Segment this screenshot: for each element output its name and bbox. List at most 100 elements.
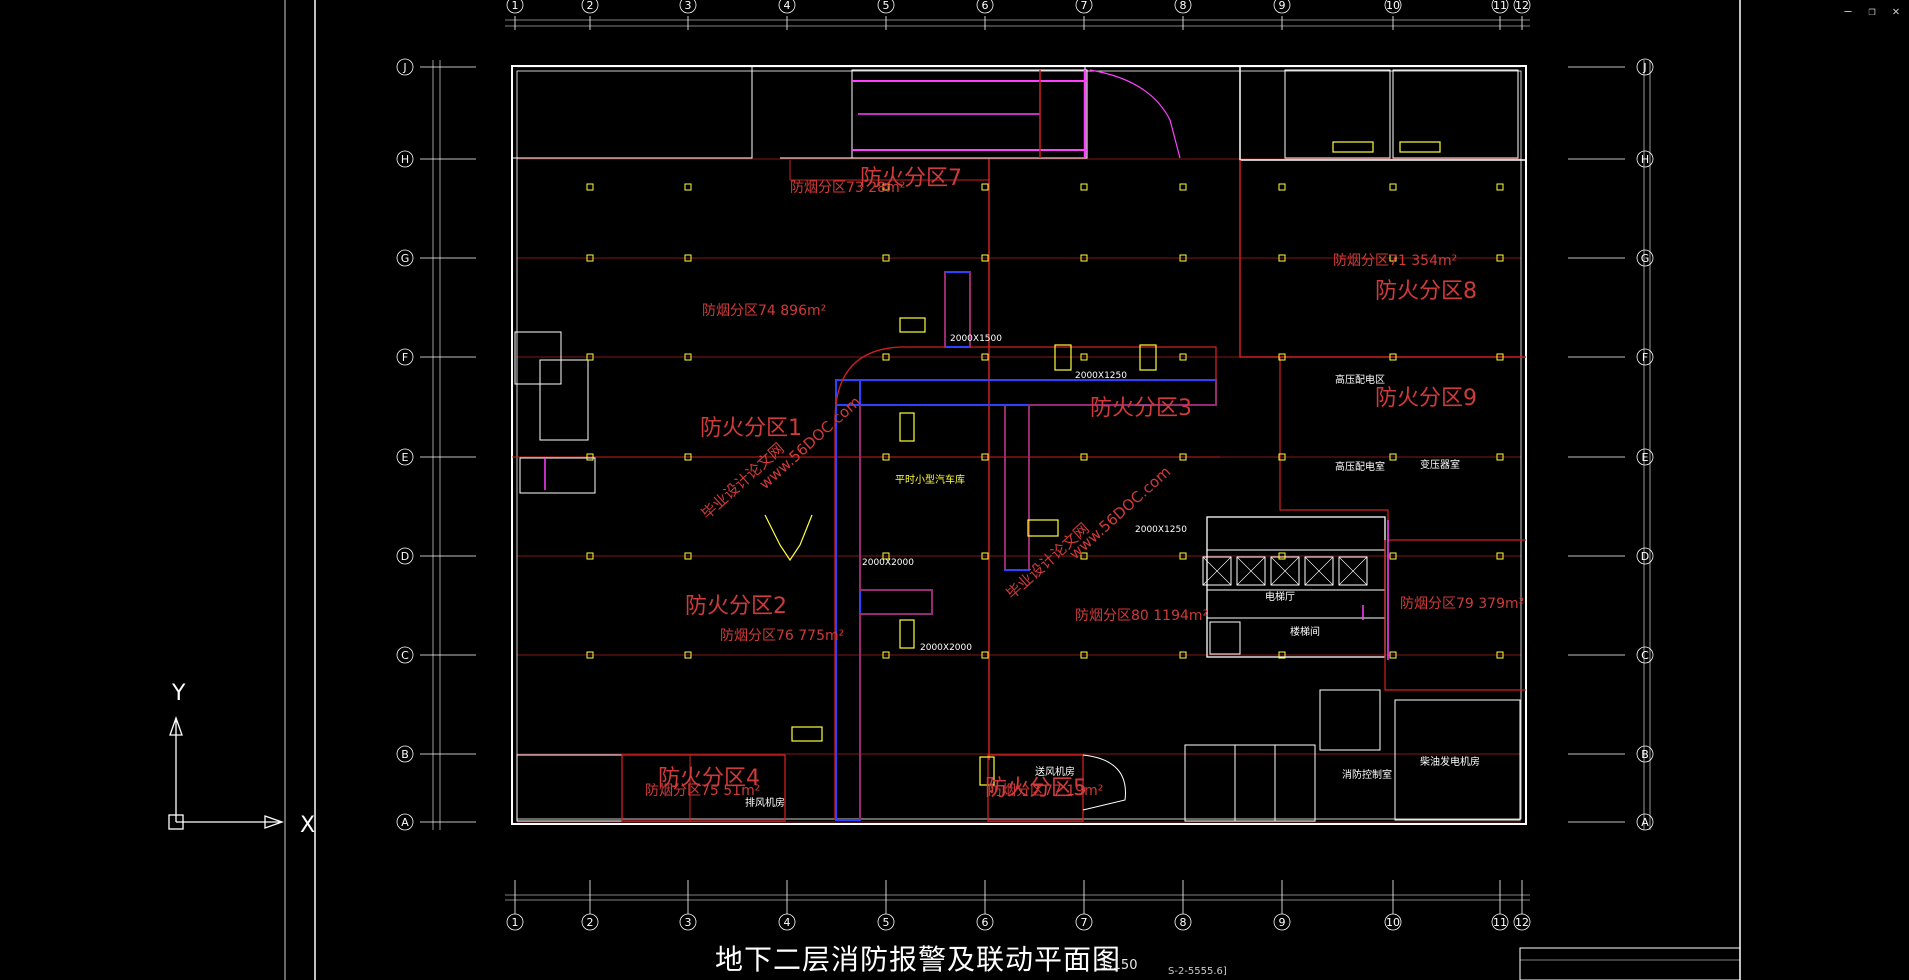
drawing-title: 地下二层消防报警及联动平面图 bbox=[715, 943, 1122, 976]
room-label: 送风机房 bbox=[1035, 765, 1075, 778]
grid-bubble-row-J: J bbox=[1636, 58, 1654, 76]
room-label: 排风机房 bbox=[745, 796, 785, 809]
floor-plan bbox=[511, 65, 1527, 825]
grid-bubble-row-F: F bbox=[396, 348, 414, 366]
grid-bubble-row-J: J bbox=[396, 58, 414, 76]
svg-text:10: 10 bbox=[1386, 916, 1400, 929]
room-label: 高压配电区 bbox=[1335, 373, 1385, 386]
duct-size-label: 2000X2000 bbox=[920, 643, 972, 653]
grid-bubble-col-3: 3 bbox=[679, 913, 697, 931]
grid-bubble-col-7: 7 bbox=[1075, 913, 1093, 931]
grid-bubble-row-D: D bbox=[396, 547, 414, 565]
duct-size-label: 2000X1500 bbox=[950, 334, 1002, 344]
grid-bubble-col-5: 5 bbox=[877, 0, 895, 14]
svg-text:A: A bbox=[1641, 816, 1649, 829]
grid-bubble-row-G: G bbox=[1636, 249, 1654, 267]
duct-size-label: 2000X2000 bbox=[862, 558, 914, 568]
svg-text:C: C bbox=[1641, 649, 1649, 662]
close-button[interactable]: ✕ bbox=[1892, 4, 1900, 18]
fire-zone-label: 防火分区1 bbox=[700, 416, 802, 441]
grid-bubble-col-6: 6 bbox=[976, 913, 994, 931]
grid-bubble-row-A: A bbox=[1636, 813, 1654, 831]
svg-text:9: 9 bbox=[1279, 916, 1286, 929]
grid-bubble-col-4: 4 bbox=[778, 913, 796, 931]
svg-text:H: H bbox=[1641, 153, 1649, 166]
smoke-zone-label: 防烟分区75 51m² bbox=[645, 783, 760, 799]
svg-text:B: B bbox=[1641, 748, 1649, 761]
svg-text:3: 3 bbox=[685, 916, 692, 929]
svg-text:F: F bbox=[402, 351, 408, 364]
grid-bubble-row-F: F bbox=[1636, 348, 1654, 366]
svg-text:J: J bbox=[402, 61, 406, 74]
duct-size-label: 2000X1250 bbox=[1075, 371, 1127, 381]
svg-text:8: 8 bbox=[1180, 916, 1187, 929]
fire-zone-label: 防火分区8 bbox=[1375, 279, 1477, 304]
fire-zone-label: 防火分区5 bbox=[985, 776, 1087, 801]
svg-text:9: 9 bbox=[1279, 0, 1286, 12]
svg-text:E: E bbox=[402, 451, 409, 464]
grid-bubble-col-10: 10 bbox=[1384, 913, 1402, 931]
grid-bubble-col-11: 11 bbox=[1491, 0, 1509, 14]
grid-bubble-col-12: 12 bbox=[1513, 0, 1531, 14]
svg-text:J: J bbox=[1642, 61, 1646, 74]
svg-text:12: 12 bbox=[1515, 916, 1529, 929]
grid-bubble-row-C: C bbox=[1636, 646, 1654, 664]
smoke-zone-label: 防烟分区79 379m² bbox=[1400, 596, 1524, 612]
room-label: 平时小型汽车库 bbox=[895, 473, 965, 486]
minimize-button[interactable]: – bbox=[1844, 4, 1852, 18]
grid-bubble-col-1: 1 bbox=[506, 0, 524, 14]
svg-text:7: 7 bbox=[1081, 0, 1088, 12]
room-label: 高压配电室 bbox=[1335, 460, 1385, 473]
grid-bubble-row-G: G bbox=[396, 249, 414, 267]
grid-bubble-col-5: 5 bbox=[877, 913, 895, 931]
grid-bubble-row-B: B bbox=[396, 745, 414, 763]
svg-text:1: 1 bbox=[512, 0, 519, 12]
svg-text:5: 5 bbox=[883, 0, 890, 12]
smoke-zone-label: 防烟分区74 896m² bbox=[702, 303, 826, 319]
svg-text:E: E bbox=[1642, 451, 1649, 464]
svg-text:C: C bbox=[401, 649, 409, 662]
grid-bubble-row-H: H bbox=[396, 150, 414, 168]
fire-zone-label: 防火分区3 bbox=[1090, 396, 1192, 421]
duct-size-label: 2000X1250 bbox=[1135, 525, 1187, 535]
svg-text:2: 2 bbox=[587, 916, 594, 929]
smoke-zone-label: 防烟分区77 19m² bbox=[988, 783, 1103, 799]
room-label: 柴油发电机房 bbox=[1420, 755, 1480, 768]
fire-zone-label: 防火分区4 bbox=[658, 766, 760, 791]
grid-bubble-col-4: 4 bbox=[778, 0, 796, 14]
smoke-zone-label: 防烟分区73 28m² bbox=[790, 180, 905, 196]
grid-bubble-row-B: B bbox=[1636, 745, 1654, 763]
room-label: 消防控制室 bbox=[1342, 768, 1392, 781]
smoke-zone-label: 防烟分区71 354m² bbox=[1333, 253, 1457, 269]
svg-text:2: 2 bbox=[587, 0, 594, 12]
restore-button[interactable]: ❐ bbox=[1868, 4, 1876, 18]
svg-text:G: G bbox=[401, 252, 410, 265]
grid-bubble-row-A: A bbox=[396, 813, 414, 831]
svg-text:4: 4 bbox=[784, 916, 791, 929]
svg-text:1: 1 bbox=[512, 916, 519, 929]
svg-text:F: F bbox=[1642, 351, 1648, 364]
svg-text:4: 4 bbox=[784, 0, 791, 12]
svg-text:12: 12 bbox=[1515, 0, 1529, 12]
fire-zone-label: 防火分区7 bbox=[860, 166, 962, 191]
svg-text:5: 5 bbox=[883, 916, 890, 929]
grid-bubble-col-7: 7 bbox=[1075, 0, 1093, 14]
grid-bubble-col-11: 11 bbox=[1491, 913, 1509, 931]
smoke-zone-label: 防烟分区80 1194m² bbox=[1075, 608, 1208, 624]
svg-text:3: 3 bbox=[685, 0, 692, 12]
svg-text:B: B bbox=[401, 748, 409, 761]
grid-bubble-row-C: C bbox=[396, 646, 414, 664]
grid-bubble-col-3: 3 bbox=[679, 0, 697, 14]
grid-bubble-col-9: 9 bbox=[1273, 913, 1291, 931]
svg-text:H: H bbox=[401, 153, 409, 166]
svg-text:6: 6 bbox=[982, 916, 989, 929]
svg-text:D: D bbox=[1641, 550, 1649, 563]
grid-bubble-col-6: 6 bbox=[976, 0, 994, 14]
svg-text:G: G bbox=[1641, 252, 1650, 265]
grid-bubble-row-E: E bbox=[396, 448, 414, 466]
svg-text:7: 7 bbox=[1081, 916, 1088, 929]
svg-text:A: A bbox=[401, 816, 409, 829]
grid-bubble-col-8: 8 bbox=[1174, 0, 1192, 14]
